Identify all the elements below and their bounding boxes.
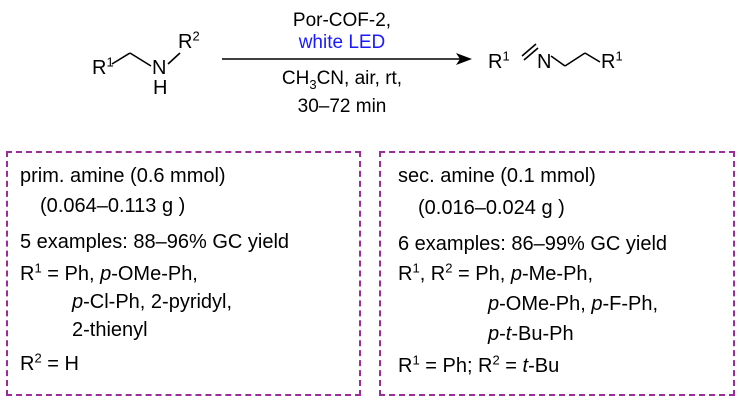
primary-amine-r1-line: R1 = Ph, p-OMe-Ph, [20, 260, 198, 285]
primary-amine-box [6, 151, 361, 396]
product-n: N [537, 51, 552, 73]
condition-light: white LED [298, 32, 386, 53]
reactant-r1: R1 [92, 54, 114, 79]
primary-amine-amount: prim. amine (0.6 mmol) [20, 165, 226, 187]
product-r1-left: R1 [488, 48, 510, 73]
primary-amine-mass: (0.064–0.113 g ) [40, 195, 186, 217]
reaction-arrow [222, 53, 472, 65]
primary-amine-yield: 5 examples: 88–96% GC yield [20, 231, 290, 253]
secondary-amine-r-line1: R1, R2 = Ph, p-Me-Ph, [398, 260, 594, 285]
secondary-amine-amount: sec. amine (0.1 mmol) [398, 165, 596, 187]
secondary-amine-r-line3: p-t-Bu-Ph [488, 323, 574, 345]
condition-solvent: CH3CN, air, rt, [281, 68, 403, 92]
secondary-amine-yield: 6 examples: 86–99% GC yield [398, 233, 668, 255]
reactant-bonds [111, 52, 181, 67]
reactant-n: N [152, 57, 167, 79]
condition-catalyst: Por-COF-2, [292, 10, 392, 31]
product-bonds [521, 43, 601, 67]
product-r1-right: R1 [601, 48, 623, 73]
secondary-amine-box [379, 151, 735, 396]
primary-amine-r1-line3: 2-thienyl [72, 319, 148, 341]
secondary-amine-last-line: R1 = Ph; R2 = t-Bu [398, 352, 560, 377]
secondary-amine-r-line2: p-OMe-Ph, p-F-Ph, [488, 293, 659, 315]
primary-amine-r2-line: R2 = H [20, 350, 79, 375]
reactant-h: H [153, 77, 168, 99]
condition-time: 30–72 min [297, 96, 387, 117]
primary-amine-r1-line2: p-Cl-Ph, 2-pyridyl, [72, 291, 233, 313]
reactant-r2: R2 [178, 28, 200, 53]
secondary-amine-mass: (0.016–0.024 g ) [418, 197, 565, 219]
